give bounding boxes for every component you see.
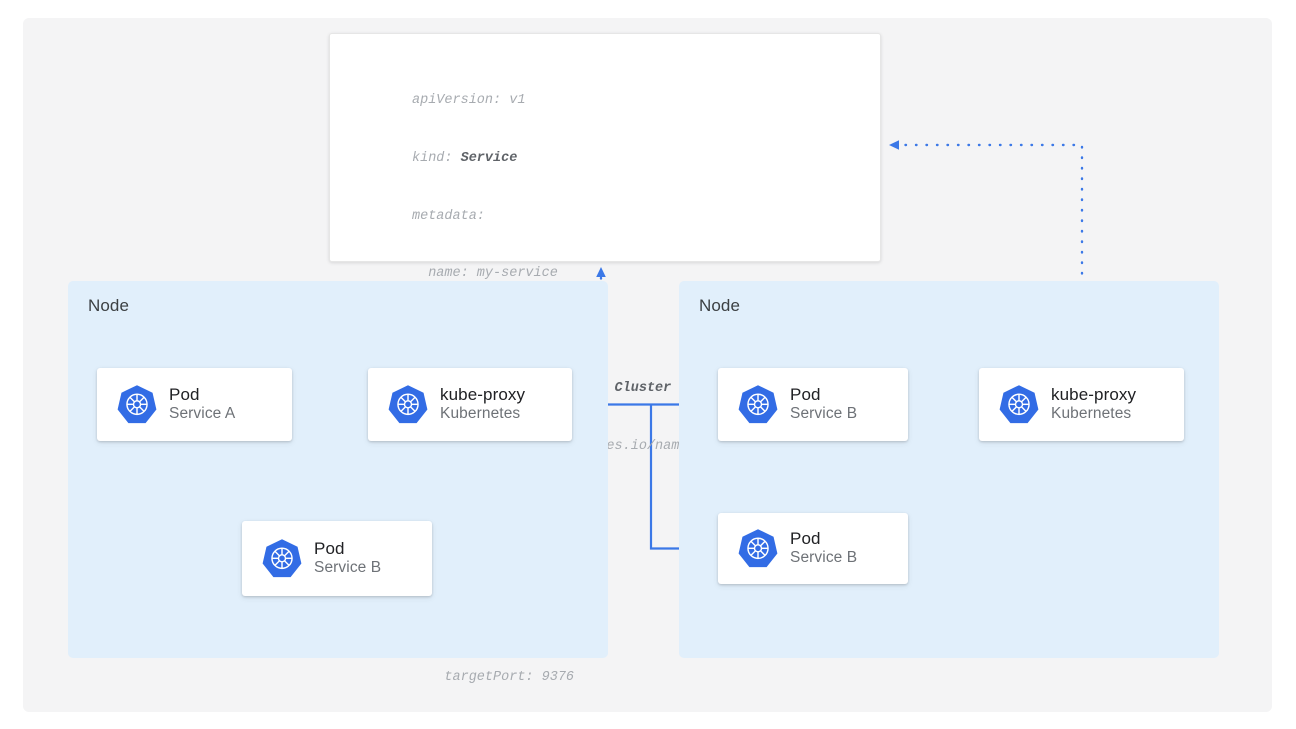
yaml-line: kind: Service	[412, 151, 518, 167]
entity-subtitle: Service B	[314, 559, 382, 577]
entity-subtitle: Service A	[169, 405, 236, 423]
kube-proxy-box-left[interactable]: kube-proxy Kubernetes	[368, 368, 572, 441]
entity-title: Pod	[169, 384, 200, 404]
yaml-line: name: my-service	[412, 266, 558, 282]
service-manifest-card: apiVersion: v1 kind: Service metadata: n…	[329, 33, 881, 685]
kubernetes-icon	[260, 537, 304, 581]
kubernetes-icon	[997, 383, 1041, 427]
node-label: Node	[699, 296, 741, 315]
entity-title: kube-proxy	[440, 384, 526, 404]
pod-box-service-b-remote-bottom[interactable]: Pod Service B	[718, 513, 908, 584]
pod-box-service-a[interactable]: Pod Service A	[97, 368, 292, 441]
node-label: Node	[88, 296, 130, 315]
entity-title: Pod	[790, 528, 821, 548]
entity-subtitle: Service B	[790, 549, 858, 567]
entity-title: Pod	[314, 538, 345, 558]
kube-proxy-box-right[interactable]: kube-proxy Kubernetes	[979, 368, 1184, 441]
entity-subtitle: Kubernetes	[440, 405, 521, 423]
yaml-line: apiVersion: v1	[412, 93, 526, 109]
entity-title: Pod	[790, 384, 821, 404]
pod-labels: Pod Service B	[790, 529, 857, 569]
pod-box-service-b-local[interactable]: Pod Service B	[242, 521, 432, 596]
kubernetes-icon	[386, 383, 430, 427]
pod-box-service-b-remote-top[interactable]: Pod Service B	[718, 368, 908, 441]
entity-subtitle: Service B	[790, 405, 858, 423]
yaml-line: metadata:	[412, 208, 485, 224]
kube-proxy-labels: kube-proxy Kubernetes	[440, 385, 525, 425]
kubernetes-icon	[115, 383, 159, 427]
entity-subtitle: Kubernetes	[1051, 405, 1132, 423]
kubernetes-icon	[736, 527, 780, 571]
node-panel-right: Node	[679, 281, 1219, 658]
node-panel-left: Node	[68, 281, 608, 658]
pod-labels: Pod Service A	[169, 385, 235, 425]
pod-labels: Pod Service B	[790, 385, 857, 425]
entity-title: kube-proxy	[1051, 384, 1137, 404]
pod-labels: Pod Service B	[314, 539, 381, 579]
kubernetes-icon	[736, 383, 780, 427]
yaml-line: targetPort: 9376	[412, 669, 575, 685]
kube-proxy-labels: kube-proxy Kubernetes	[1051, 385, 1136, 425]
